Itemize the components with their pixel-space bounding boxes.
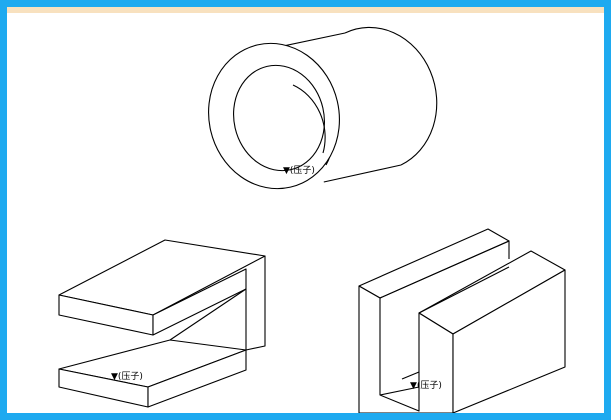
pipe-label: ▼(压子) [283, 165, 315, 176]
isometric-drawing-canvas: ▼(压子) ▼(压子) ▼(压子) [58, 26, 566, 413]
pipe-front-inner-rim [233, 64, 325, 172]
pipe-inner-bore-arc [292, 84, 326, 154]
pipe-back-rim [344, 26, 438, 166]
c-bracket-lower-plate-side [147, 349, 247, 408]
c-bracket-back-web [245, 255, 266, 351]
c-bracket-drawing: ▼(压子) [58, 239, 266, 408]
c-bracket-label: ▼(压子) [111, 371, 143, 382]
c-bracket-inner-edge [169, 288, 247, 350]
u-channel-slot-back-wall [379, 240, 510, 396]
u-channel-drawing: ▼(压子) [358, 228, 566, 413]
pipe-outer-bottom-line [323, 164, 402, 183]
pipe-drawing: ▼(压子) [208, 26, 438, 190]
u-channel-label: ▼(压子) [410, 380, 442, 391]
u-channel-right-side-face [452, 269, 566, 413]
u-channel-slot-floor [401, 371, 420, 380]
